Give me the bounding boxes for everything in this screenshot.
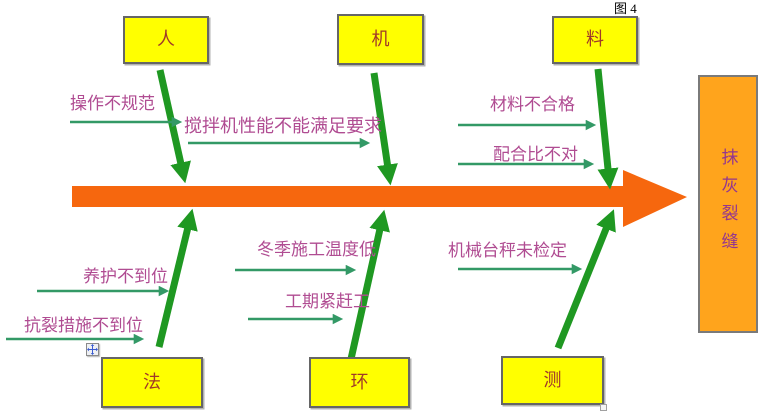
category-box-machine[interactable]: 机 [337, 14, 424, 65]
bone-measurement [554, 209, 616, 350]
category-box-measurement[interactable]: 测 [501, 356, 604, 405]
cause-label-4: 配合比不对 [493, 145, 578, 165]
category-label-measurement: 测 [543, 369, 562, 391]
bone-method [155, 208, 198, 348]
category-box-person[interactable]: 人 [123, 16, 209, 64]
category-label-material: 料 [586, 29, 604, 50]
category-box-material[interactable]: 料 [552, 16, 638, 64]
effect-label: 抹灰裂缝 [717, 148, 738, 260]
category-label-person: 人 [157, 29, 175, 50]
cause-label-5: 养护不到位 [83, 267, 168, 287]
anchor-mark [600, 404, 607, 411]
cause-label-6: 抗裂措施不到位 [24, 316, 143, 336]
bone-environment [347, 209, 390, 360]
category-label-machine: 机 [371, 28, 390, 50]
category-label-method: 法 [143, 371, 161, 393]
bone-material [594, 68, 619, 190]
cause-label-7: 冬季施工温度低 [257, 240, 376, 260]
spine-arrow [72, 170, 687, 227]
figure-label: 图 4 [614, 1, 637, 16]
move-handle-icon[interactable] [86, 343, 99, 356]
cause-label-9: 机械台秤未检定 [448, 241, 567, 261]
bone-machine [370, 72, 398, 186]
category-box-method[interactable]: 法 [101, 357, 203, 408]
category-label-environment: 环 [350, 371, 369, 393]
cause-label-2: 搅拌机性能不能满足要求 [184, 116, 382, 137]
effect-box[interactable]: 抹灰裂缝 [698, 75, 758, 333]
category-box-environment[interactable]: 环 [309, 357, 410, 408]
cause-label-1: 操作不规范 [70, 94, 155, 114]
cause-label-8: 工期紧赶工 [285, 292, 370, 312]
cause-label-3: 材料不合格 [490, 95, 575, 115]
